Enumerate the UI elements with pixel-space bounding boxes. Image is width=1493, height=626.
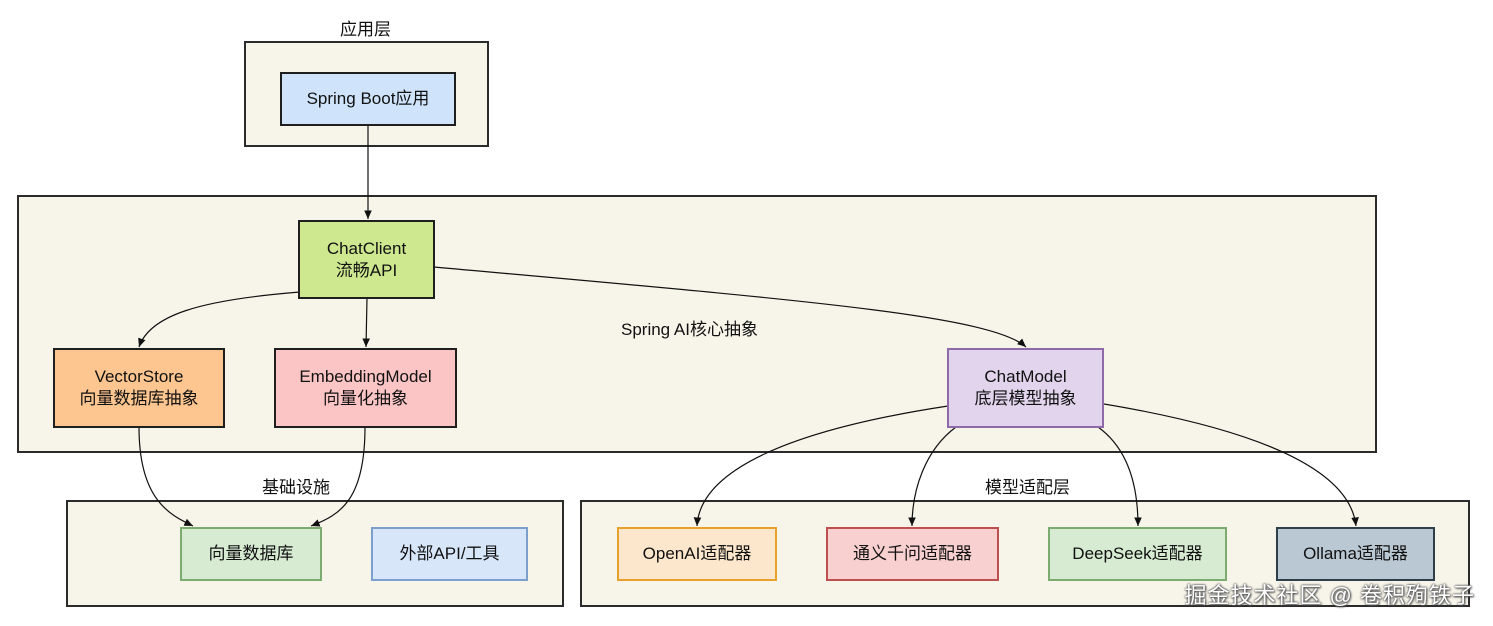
app-layer-label: 应用层 [340, 20, 391, 39]
ollama-adapter-text: Ollama适配器 [1303, 544, 1408, 563]
embedding-model-title: EmbeddingModel [299, 367, 432, 386]
chatclient-title: ChatClient [326, 238, 407, 258]
edge-chatmodel-openai [693, 405, 949, 527]
chatclient-subtitle: 流畅API [335, 260, 398, 280]
chatmodel-subtitle: 底层模型抽象 [974, 389, 1077, 408]
external-api-node: 外部API/工具 [371, 527, 528, 581]
embedding-model-node: EmbeddingModel 向量化抽象 [274, 348, 457, 428]
springboot-app-node: Spring Boot应用 [280, 72, 456, 126]
edge-vectorstore-vectordb [138, 426, 194, 527]
chatmodel-node: ChatModel 底层模型抽象 [947, 348, 1104, 428]
vector-db-node: 向量数据库 [180, 527, 322, 581]
vector-db-text: 向量数据库 [208, 544, 294, 563]
vectorstore-subtitle: 向量数据库抽象 [79, 389, 199, 408]
qwen-adapter-text: 通义千问适配器 [853, 544, 972, 563]
embedding-model-subtitle: 向量化抽象 [323, 389, 408, 408]
vectorstore-title: VectorStore [94, 367, 184, 386]
edge-chatclient-chatmodel [433, 266, 1027, 348]
vectorstore-node: VectorStore 向量数据库抽象 [53, 348, 225, 428]
adapter-layer-label: 模型适配层 [985, 478, 1070, 497]
edge-chatmodel-qwen [908, 426, 957, 527]
deepseek-adapter-text: DeepSeek适配器 [1072, 544, 1203, 563]
watermark-text: 掘金技术社区 @ 卷积殉铁子 [1184, 583, 1475, 608]
core-abstraction-label: Spring AI核心抽象 [621, 320, 758, 339]
openai-adapter-text: OpenAI适配器 [642, 544, 752, 563]
openai-adapter-node: OpenAI适配器 [617, 527, 777, 581]
edge-chatmodel-deepseek [1097, 426, 1142, 527]
deepseek-adapter-node: DeepSeek适配器 [1048, 527, 1227, 581]
chatclient-node: ChatClient 流畅API [298, 220, 435, 299]
springboot-app-text: Spring Boot应用 [306, 89, 430, 108]
core-abstraction-group [17, 195, 1377, 453]
ollama-adapter-node: Ollama适配器 [1276, 527, 1435, 581]
qwen-adapter-node: 通义千问适配器 [826, 527, 999, 581]
external-api-text: 外部API/工具 [399, 544, 500, 563]
chatmodel-title: ChatModel [984, 367, 1067, 386]
edge-chatmodel-ollama [1103, 403, 1359, 527]
edge-chatclient-vectorstore [138, 291, 301, 348]
edge-embedding-vectordb [310, 426, 366, 527]
infra-label: 基础设施 [262, 478, 330, 497]
edge-chatclient-embedding [362, 297, 371, 348]
